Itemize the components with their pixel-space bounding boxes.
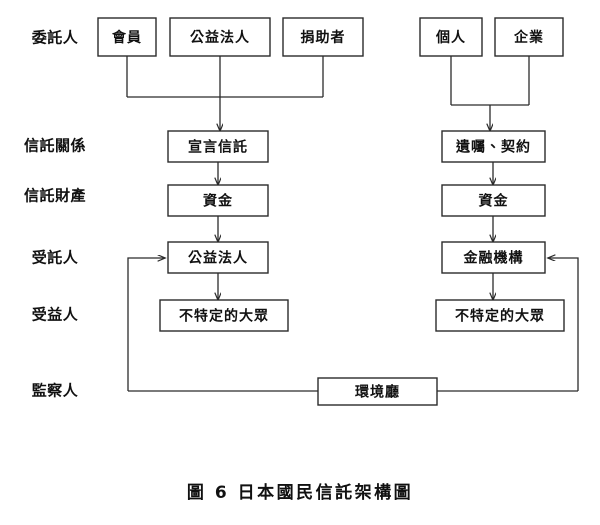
node-label-funds-right: 資金: [479, 193, 509, 210]
node-box-funds-left: [167, 184, 269, 217]
node-label-member: 會員: [111, 29, 142, 46]
node-box-general-public-left: [159, 299, 289, 332]
node-box-environment-agency: [317, 377, 438, 406]
row-label-trust-relation: 信託關係: [24, 137, 86, 155]
node-funds-left[interactable]: 資金: [167, 184, 269, 217]
node-funds-right[interactable]: 資金: [441, 184, 546, 217]
node-label-individual: 個人: [435, 29, 466, 46]
node-box-public-interest-corp-top: [169, 17, 271, 57]
node-box-general-public-right: [435, 299, 565, 332]
node-financial-institution[interactable]: 金融機構: [441, 241, 546, 274]
node-label-public-interest-corp-top: 公益法人: [190, 29, 250, 46]
node-box-individual: [419, 17, 483, 57]
node-environment-agency[interactable]: 環境廳: [317, 377, 438, 406]
node-box-member: [97, 17, 157, 57]
row-label-settlor: 委託人: [32, 29, 79, 47]
node-label-funds-left: 資金: [203, 193, 233, 210]
node-box-public-interest-corp: [167, 241, 269, 274]
node-label-enterprise: 企業: [513, 29, 544, 46]
row-label-trust-property: 信託財產: [24, 187, 86, 205]
node-box-donor: [282, 17, 364, 57]
node-enterprise[interactable]: 企業: [494, 17, 564, 57]
node-box-funds-right: [441, 184, 546, 217]
node-label-public-interest-corp: 公益法人: [188, 250, 248, 267]
node-box-declaration-trust: [167, 130, 269, 163]
node-donor[interactable]: 捐助者: [282, 17, 364, 57]
row-label-supervisor: 監察人: [32, 382, 79, 400]
node-label-will-contract: 遺囑、契約: [455, 139, 531, 156]
node-label-declaration-trust: 宣言信託: [188, 139, 248, 156]
node-member[interactable]: 會員: [97, 17, 157, 57]
row-label-trustee: 受託人: [32, 249, 79, 267]
node-box-enterprise: [494, 17, 564, 57]
node-label-financial-institution: 金融機構: [463, 250, 524, 267]
node-public-interest-corp[interactable]: 公益法人: [167, 241, 269, 274]
node-box-financial-institution: [441, 241, 546, 274]
connector-supervisor-loop-right: [548, 258, 579, 391]
node-layer: 會員公益法人捐助者宣言信託資金公益法人不特定的大眾個人企業遺囑、契約資金金融機構…: [97, 17, 565, 406]
figure-caption: 圖 6 日本國民信託架構圖: [186, 483, 414, 503]
node-box-will-contract: [441, 130, 546, 163]
node-label-general-public-right: 不特定的大眾: [455, 308, 545, 325]
node-general-public-right[interactable]: 不特定的大眾: [435, 299, 565, 332]
row-label-beneficiary: 受益人: [32, 306, 79, 324]
connector-supervisor-loop-left: [127, 258, 165, 391]
node-individual[interactable]: 個人: [419, 17, 483, 57]
node-general-public-left[interactable]: 不特定的大眾: [159, 299, 289, 332]
node-label-general-public-left: 不特定的大眾: [179, 308, 269, 325]
node-public-interest-corp-top[interactable]: 公益法人: [169, 17, 271, 57]
node-label-environment-agency: 環境廳: [355, 384, 400, 401]
connector-layer: [126, 56, 579, 392]
node-declaration-trust[interactable]: 宣言信託: [167, 130, 269, 163]
node-will-contract[interactable]: 遺囑、契約: [441, 130, 546, 163]
node-label-donor: 捐助者: [301, 29, 346, 46]
trust-structure-diagram: 會員公益法人捐助者宣言信託資金公益法人不特定的大眾個人企業遺囑、契約資金金融機構…: [24, 17, 579, 406]
